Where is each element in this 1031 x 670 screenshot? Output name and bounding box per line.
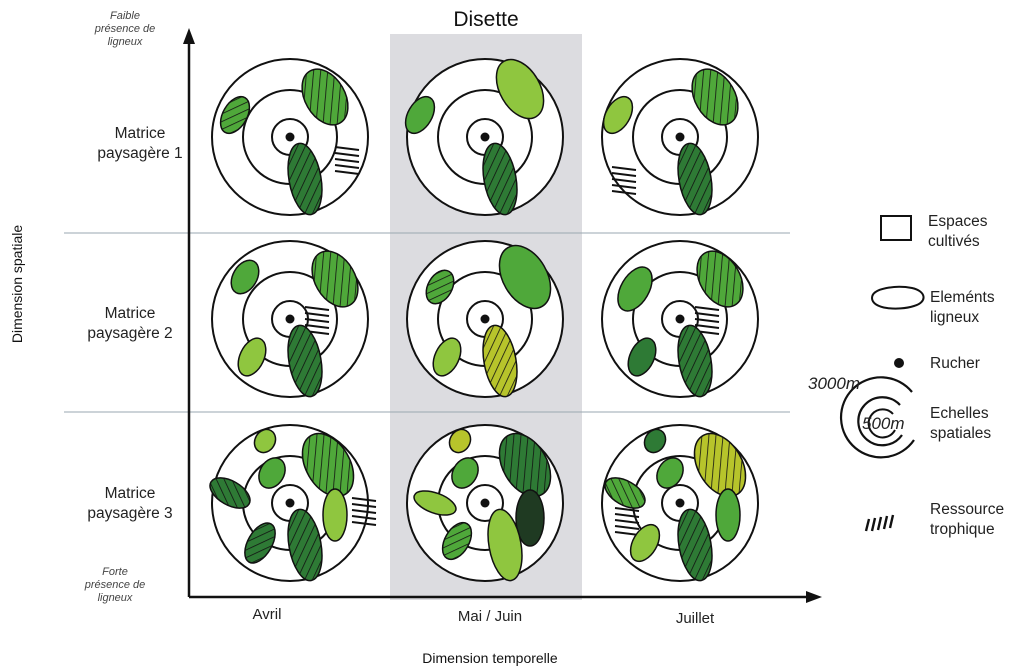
y-bottom-note: Forte présence de ligneux	[70, 566, 160, 605]
y-top-note-line: Faible	[80, 10, 170, 23]
landscape-cell	[598, 59, 758, 217]
apiary-dot	[481, 133, 490, 142]
apiary-dot	[286, 315, 295, 324]
column-label-juillet: Juillet	[655, 610, 735, 627]
legend-resource-label: Ressource trophique	[930, 500, 1004, 540]
y-bottom-note-line: présence de	[70, 579, 160, 592]
legend-cultivated-label: Espaces cultivés	[928, 212, 987, 252]
y-axis-arrow	[183, 28, 195, 44]
apiary-dot	[481, 315, 490, 324]
legend-line: cultivés	[928, 232, 987, 252]
x-axis-label: Dimension temporelle	[400, 650, 580, 666]
woody-patch	[716, 489, 740, 541]
legend-scale-outer-label: 3000m	[808, 374, 860, 394]
column-label-mai-juin: Mai / Juin	[440, 608, 540, 625]
legend-line: Echelles	[930, 404, 991, 424]
apiary-dot	[676, 315, 685, 324]
apiary-dot	[676, 499, 685, 508]
woody-patch	[323, 489, 347, 541]
y-bottom-note-line: Forte	[70, 566, 160, 579]
row-label-line: paysagère 2	[70, 324, 190, 344]
legend-line: trophique	[930, 520, 1004, 540]
apiary-dot	[286, 499, 295, 508]
legend-line: Eleménts	[930, 288, 995, 308]
row-label-line: paysagère 1	[80, 144, 200, 164]
row-label-3: Matrice paysagère 3	[70, 484, 190, 524]
landscape-cells	[205, 51, 758, 583]
legend-scale-inner-label: 500m	[862, 414, 905, 434]
row-label-line: Matrice	[70, 304, 190, 324]
legend-cultivated-icon	[881, 216, 911, 240]
row-label-1: Matrice paysagère 1	[80, 124, 200, 164]
legend-line: spatiales	[930, 424, 991, 444]
column-label-avril: Avril	[232, 606, 302, 623]
legend-scales-label: Echelles spatiales	[930, 404, 991, 444]
legend-woody-icon	[872, 287, 924, 309]
legend-apiary-label: Rucher	[930, 354, 980, 374]
row-label-line: Matrice	[80, 124, 200, 144]
landscape-cell	[205, 425, 376, 584]
legend-line: Espaces	[928, 212, 987, 232]
legend-line: ligneux	[930, 308, 995, 328]
apiary-dot	[286, 133, 295, 142]
landscape-cell	[212, 59, 368, 217]
landscape-cell	[212, 241, 368, 399]
apiary-dot	[481, 499, 490, 508]
landscape-cell	[602, 241, 758, 399]
y-top-note: Faible présence de ligneux	[80, 10, 170, 49]
y-axis-label: Dimension spatiale	[9, 209, 25, 359]
y-bottom-note-line: ligneux	[70, 592, 160, 605]
legend-line: Ressource	[930, 500, 1004, 520]
landscape-cell	[407, 425, 563, 584]
legend-apiary-icon	[894, 358, 904, 368]
chart-title: Disette	[430, 8, 542, 32]
y-top-note-line: présence de	[80, 23, 170, 36]
row-label-line: Matrice	[70, 484, 190, 504]
y-top-note-line: ligneux	[80, 36, 170, 49]
apiary-dot	[676, 133, 685, 142]
row-label-2: Matrice paysagère 2	[70, 304, 190, 344]
x-axis-arrow	[806, 591, 822, 603]
landscape-cell	[600, 425, 758, 584]
row-label-line: paysagère 3	[70, 504, 190, 524]
legend-woody-label: Eleménts ligneux	[930, 288, 995, 328]
legend-resource-icon	[866, 515, 893, 531]
